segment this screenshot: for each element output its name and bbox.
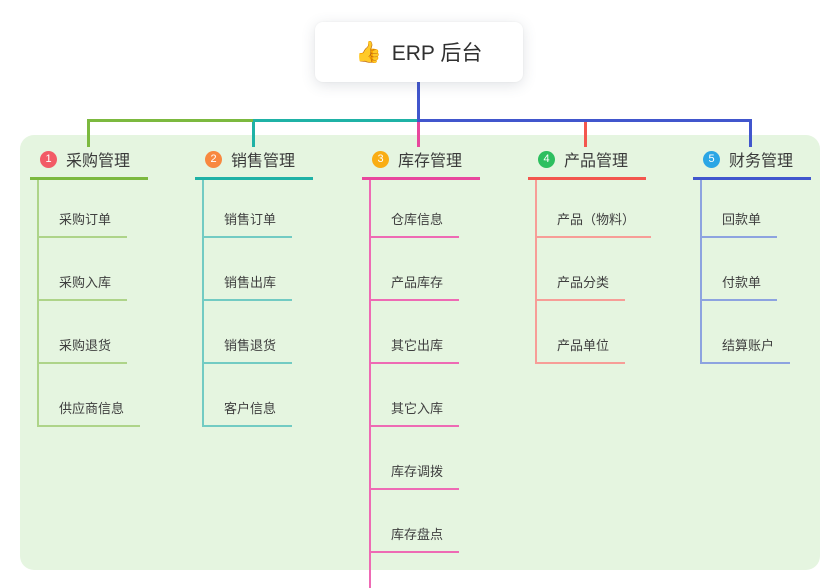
child-topic[interactable]: 客户信息 xyxy=(204,364,293,427)
branch-header-4[interactable]: 4 产品管理 xyxy=(528,147,646,180)
branches-panel: 1 采购管理采购订单采购入库采购退货供应商信息 2 销售管理销售订单销售出库销售退货客… xyxy=(20,135,820,588)
child-topic[interactable]: 采购订单 xyxy=(39,180,128,238)
branch-label: 销售管理 xyxy=(231,153,296,170)
child-topic[interactable]: 销售出库 xyxy=(204,238,293,301)
connector-bus-segment-1 xyxy=(87,119,253,122)
child-topic-label: 采购退货 xyxy=(59,338,112,353)
child-topic[interactable]: 其它出库 xyxy=(371,301,460,364)
child-topic-label: 仓库信息 xyxy=(391,212,444,227)
branch-label: 财务管理 xyxy=(729,153,794,170)
child-topic[interactable]: 库存盘点 xyxy=(371,490,460,553)
branch-number-badge: 4 xyxy=(538,150,555,168)
branch-label: 产品管理 xyxy=(564,153,629,170)
connector-drop-branch-2 xyxy=(252,119,255,147)
branch-4: 4 产品管理产品（物料） 产品分类产品单位 xyxy=(528,147,652,364)
branch-number-badge: 1 xyxy=(40,150,57,168)
branch-4-children: 产品（物料） 产品分类产品单位 xyxy=(535,180,652,364)
child-topic[interactable]: 库存调拨 xyxy=(371,427,460,490)
child-topic[interactable]: 采购退货 xyxy=(39,301,128,364)
child-topic-label: 其它入库 xyxy=(391,401,444,416)
child-topic[interactable]: 产品单位 xyxy=(537,301,626,364)
thumbs-up-icon: 👍 xyxy=(355,40,382,64)
branch-3: 3 库存管理仓库信息产品库存其它出库其它入库库存调拨库存盘点出库库明细 xyxy=(362,147,480,588)
child-topic-label: 供应商信息 xyxy=(59,401,125,416)
child-topic[interactable]: 销售订单 xyxy=(204,180,293,238)
branch-header-2[interactable]: 2 销售管理 xyxy=(195,147,313,180)
child-topic-label: 产品（物料） xyxy=(557,212,636,227)
child-topic[interactable]: 产品（物料） xyxy=(537,180,652,238)
child-topic-label: 销售订单 xyxy=(224,212,277,227)
child-topic-label: 回款单 xyxy=(722,212,762,227)
child-topic-label: 客户信息 xyxy=(224,401,277,416)
child-topic[interactable]: 销售退货 xyxy=(204,301,293,364)
branch-1: 1 采购管理采购订单采购入库采购退货供应商信息 xyxy=(30,147,148,427)
root-title: ERP 后台 xyxy=(391,42,483,65)
child-topic-label: 产品库存 xyxy=(391,275,444,290)
connector-drop-branch-4 xyxy=(584,119,587,147)
connector-drop-branch-3 xyxy=(417,119,420,147)
child-topic[interactable]: 采购入库 xyxy=(39,238,128,301)
child-topic[interactable]: 产品库存 xyxy=(371,238,460,301)
connector-bus-segment-3 xyxy=(418,119,752,122)
branch-number-badge: 3 xyxy=(372,150,389,168)
child-topic[interactable]: 回款单 xyxy=(702,180,778,238)
child-topic-label: 采购入库 xyxy=(59,275,112,290)
connector-bus-segment-2 xyxy=(253,119,418,122)
child-topic-label: 采购订单 xyxy=(59,212,112,227)
branch-number-badge: 5 xyxy=(703,150,720,168)
branch-2-children: 销售订单销售出库销售退货客户信息 xyxy=(202,180,293,427)
branch-label: 库存管理 xyxy=(398,153,463,170)
child-topic-label: 其它出库 xyxy=(391,338,444,353)
child-topic-label: 产品分类 xyxy=(557,275,610,290)
connector-drop-branch-5 xyxy=(749,119,752,147)
child-topic-label: 销售出库 xyxy=(224,275,277,290)
child-topic[interactable]: 出库库明细 xyxy=(371,553,472,588)
child-topic[interactable]: 供应商信息 xyxy=(39,364,141,427)
child-topic-label: 产品单位 xyxy=(557,338,610,353)
child-topic-label: 销售退货 xyxy=(224,338,277,353)
branch-3-children: 仓库信息产品库存其它出库其它入库库存调拨库存盘点出库库明细 xyxy=(369,180,472,588)
child-topic[interactable]: 仓库信息 xyxy=(371,180,460,238)
child-topic[interactable]: 其它入库 xyxy=(371,364,460,427)
connector-drop-branch-1 xyxy=(87,119,90,147)
child-topic-label: 结算账户 xyxy=(722,338,775,353)
branch-5: 5 财务管理回款单付款单结算账户 xyxy=(693,147,811,364)
root-topic[interactable]: 👍 ERP 后台 xyxy=(315,22,523,82)
branch-header-5[interactable]: 5 财务管理 xyxy=(693,147,811,180)
child-topic[interactable]: 付款单 xyxy=(702,238,778,301)
child-topic[interactable]: 结算账户 xyxy=(702,301,791,364)
branch-5-children: 回款单付款单结算账户 xyxy=(700,180,791,364)
connector-root-drop xyxy=(417,82,420,122)
branch-2: 2 销售管理销售订单销售出库销售退货客户信息 xyxy=(195,147,313,427)
child-topic-label: 库存调拨 xyxy=(391,464,444,479)
branch-header-1[interactable]: 1 采购管理 xyxy=(30,147,148,180)
branch-label: 采购管理 xyxy=(66,153,131,170)
child-topic[interactable]: 产品分类 xyxy=(537,238,626,301)
child-topic-label: 库存盘点 xyxy=(391,527,444,542)
child-topic-label: 付款单 xyxy=(722,275,762,290)
branch-number-badge: 2 xyxy=(205,150,222,168)
branch-header-3[interactable]: 3 库存管理 xyxy=(362,147,480,180)
branch-1-children: 采购订单采购入库采购退货供应商信息 xyxy=(37,180,141,427)
